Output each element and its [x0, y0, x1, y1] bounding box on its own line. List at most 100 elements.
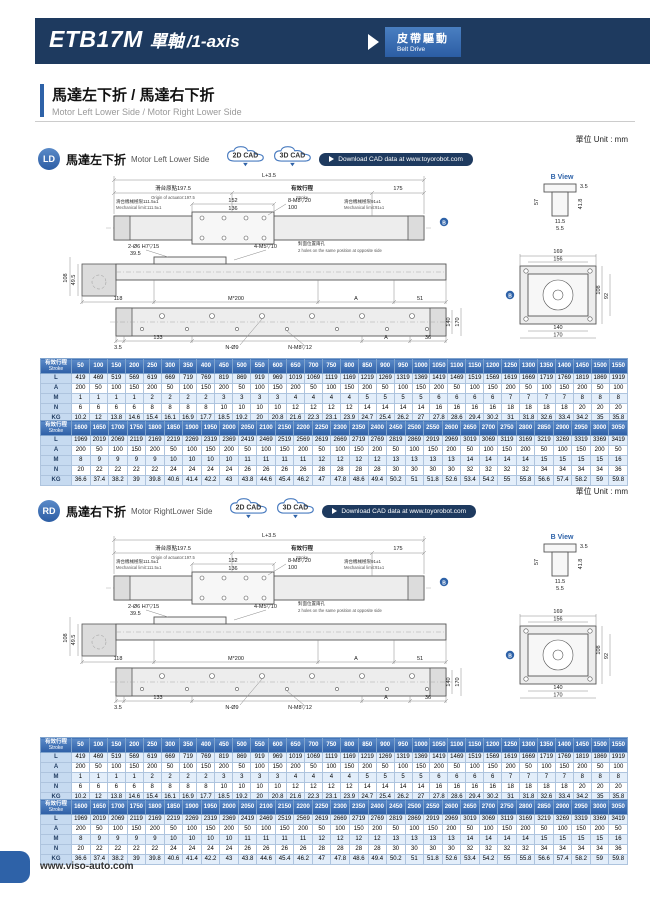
ld-drawing: L+3.5 滑台原點197.5 Origin of actuator:197.5… [42, 168, 628, 353]
dim-value: 11 [256, 455, 276, 466]
dim-value: 9 [145, 834, 165, 845]
row-label: L [40, 435, 72, 446]
dim-value: 5 [357, 393, 377, 404]
stroke-col-header: 200 [124, 737, 144, 753]
model-name: ETB17M [49, 26, 143, 52]
dim-value: 2369 [219, 814, 239, 825]
dim-value: 11 [293, 455, 313, 466]
dim-value: 6 [483, 772, 503, 783]
dim-value: 8 [71, 455, 91, 466]
3d-cad-button[interactable]: 3D CAD [275, 497, 317, 525]
ld-section-header: LD 馬達左下折 Motor Left Lower Side 2D CAD 3D… [38, 146, 473, 172]
dim-value: 55.8 [515, 854, 536, 865]
dim-value: 2019 [89, 435, 110, 446]
dim-41-8: 41.8 [578, 559, 584, 570]
download-cad-button[interactable]: Download CAD data at www.toyorobot.com [319, 152, 473, 166]
dim-value: 1319 [393, 373, 413, 384]
dim-value: 10 [268, 403, 288, 414]
stroke-col-header: 600 [268, 358, 288, 374]
dim-value: 5 [411, 772, 431, 783]
dim-value: 3419 [608, 435, 628, 446]
stroke-col-header: 2450 [386, 420, 406, 436]
stroke-col-header: 2800 [515, 420, 536, 436]
dim-value: 2119 [126, 435, 147, 446]
stroke-col-header: 1500 [590, 358, 610, 374]
pin-holes-label: 2-Ø6 H7▽15 [128, 244, 159, 250]
dim-value: 8 [142, 782, 162, 793]
2d-cad-button[interactable]: 2D CAD [225, 145, 267, 173]
axis-type-zh: 單軸 [149, 32, 184, 51]
dim-value: 2019 [89, 814, 110, 825]
dim-value: 200 [572, 383, 592, 394]
stroke-col-header: 1550 [608, 358, 629, 374]
dim-value: 47 [311, 475, 332, 486]
stroke-col-header: 1100 [447, 737, 467, 753]
row-label: L [40, 814, 72, 825]
dim-value: 3319 [571, 814, 591, 825]
dim-57: 57 [534, 559, 540, 565]
row-label: N [40, 844, 72, 855]
dim-value: 24 [182, 465, 202, 476]
dim-value: 919 [250, 373, 270, 384]
dim-value: 2169 [145, 814, 165, 825]
plan-view: L+3.5 滑台原點197.5 Origin of actuator:197.5… [106, 173, 449, 245]
stroke-col-header: 2100 [256, 799, 276, 815]
tap-hole-label: N-M8▽12 [288, 345, 312, 351]
dim-value: 200 [145, 445, 165, 456]
stroke-col-header: 1850 [163, 420, 184, 436]
dim-value: 1769 [554, 373, 574, 384]
2d-cad-button[interactable]: 2D CAD [228, 497, 270, 525]
plan-view: L+3.5 滑台原點197.5 Origin of actuator:197.5… [106, 533, 449, 605]
stroke-col-header: 1100 [447, 358, 467, 374]
dim-value: 16 [608, 834, 628, 845]
stroke-col-header: 1450 [572, 358, 592, 374]
stroke-col-header: 1600 [71, 420, 91, 436]
dim-140-bottom: 140 [446, 677, 452, 686]
footer-tab [0, 851, 30, 883]
dim-value: 150 [571, 824, 591, 835]
stroke-col-header: 100 [88, 737, 108, 753]
dim-value: 1819 [572, 752, 592, 763]
stroke-col-header: 450 [214, 737, 234, 753]
stroke-col-header: 600 [268, 737, 288, 753]
dim-value: 43 [219, 475, 239, 486]
dim-value: 24 [219, 465, 239, 476]
dim-value: 22 [145, 844, 165, 855]
dim-value: 10 [200, 834, 221, 845]
dim-value: 16 [429, 782, 449, 793]
tap-holes [140, 327, 429, 331]
footer-url[interactable]: www.viso-auto.com [40, 861, 134, 872]
dim-11-5: 11.5 [555, 219, 565, 225]
stroke-col-header: 850 [357, 737, 377, 753]
row-label: KG [40, 475, 72, 486]
dim-value: 1 [71, 772, 90, 783]
dim-value: 100 [478, 445, 499, 456]
3d-cad-button[interactable]: 3D CAD [272, 145, 314, 173]
dim-value: 1069 [303, 752, 323, 763]
stroke-col-header: 300 [160, 358, 180, 374]
dim-value: 2469 [256, 435, 276, 446]
dim-stroke-zh: 有效行程 [291, 184, 314, 192]
mech-limit-right-en: Mechanical limit:91±1 [344, 565, 385, 570]
dim-value: 200 [142, 383, 162, 394]
dim-value: 12 [303, 403, 323, 414]
dim-overall-length: L+3.5 [262, 533, 276, 539]
download-cad-button[interactable]: Download CAD data at www.toyorobot.com [322, 504, 477, 518]
dim-value: 15 [534, 834, 554, 845]
dim-value: 14 [375, 403, 395, 414]
dim-value: 14 [497, 834, 517, 845]
row-label: A [40, 762, 72, 773]
dim-value: 49.4 [367, 854, 388, 865]
dim-value: 1719 [536, 752, 556, 763]
dim-value: 100 [608, 762, 629, 773]
dim-value: 34 [552, 844, 573, 855]
dim-value: 5 [393, 393, 413, 404]
dim-value: 1769 [554, 752, 574, 763]
dim-value: 50 [590, 383, 610, 394]
dim-value: 50 [237, 824, 258, 835]
dim-value: 18 [554, 782, 574, 793]
